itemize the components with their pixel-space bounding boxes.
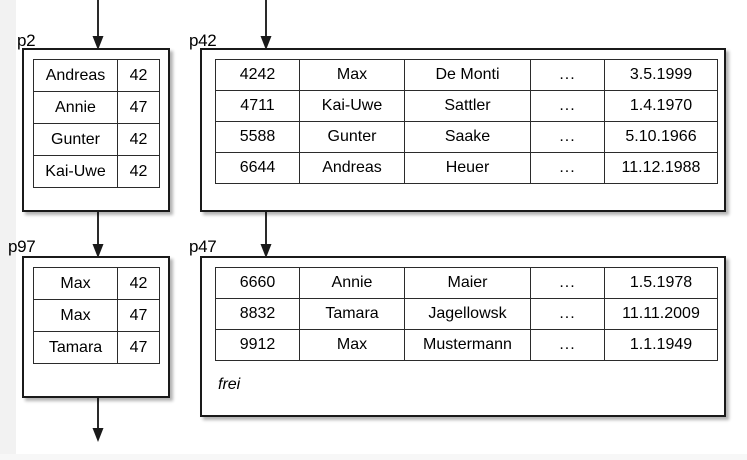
cell-date: 11.11.2009	[604, 298, 718, 330]
table-row: Max 47	[33, 299, 160, 332]
cell-ellipsis: ...	[530, 59, 605, 91]
cell-last: De Monti	[404, 59, 531, 91]
arrow-into-p42	[257, 0, 275, 50]
cell-date: 1.5.1978	[604, 267, 718, 299]
cell-date: 1.4.1970	[604, 90, 718, 122]
table-row: 4242 Max De Monti ... 3.5.1999	[215, 59, 718, 91]
cell-last: Mustermann	[404, 329, 531, 361]
cell-name: Kai-Uwe	[33, 155, 118, 188]
cell-id: 8832	[215, 298, 300, 330]
cell-first: Max	[299, 59, 405, 91]
table-row: Kai-Uwe 42	[33, 155, 160, 188]
cell-name: Gunter	[33, 123, 118, 156]
cell-ellipsis: ...	[530, 329, 605, 361]
table-row: Andreas 42	[33, 59, 160, 92]
cell-first: Annie	[299, 267, 405, 299]
data-table-p47: 6660 Annie Maier ... 1.5.1978 8832 Tamar…	[215, 267, 718, 361]
arrow-p42-to-p47	[257, 212, 275, 258]
cell-value: 42	[117, 267, 160, 300]
page-label-p42: p42	[189, 31, 217, 50]
cell-first: Gunter	[299, 121, 405, 153]
arrow-out-of-p97	[89, 398, 107, 442]
cell-date: 1.1.1949	[604, 329, 718, 361]
cell-last: Heuer	[404, 152, 531, 184]
page-label-p97: p97	[8, 237, 36, 256]
cell-value: 42	[117, 59, 160, 92]
table-row: 8832 Tamara Jagellowsk ... 11.11.2009	[215, 298, 718, 330]
cell-date: 5.10.1966	[604, 121, 718, 153]
cell-id: 6644	[215, 152, 300, 184]
free-space-label: frei	[218, 376, 241, 393]
cell-value: 42	[117, 123, 160, 156]
scan-edge-band-bottom	[0, 454, 747, 460]
cell-last: Saake	[404, 121, 531, 153]
cell-id: 4242	[215, 59, 300, 91]
cell-name: Andreas	[33, 59, 118, 92]
cell-last: Sattler	[404, 90, 531, 122]
table-row: Tamara 47	[33, 331, 160, 364]
index-table-p2: Andreas 42 Annie 47 Gunter 42 Kai-Uwe 42	[33, 59, 160, 188]
data-table-p42: 4242 Max De Monti ... 3.5.1999 4711 Kai-…	[215, 59, 718, 184]
cell-id: 4711	[215, 90, 300, 122]
cell-name: Tamara	[33, 331, 118, 364]
cell-id: 6660	[215, 267, 300, 299]
table-row: 9912 Max Mustermann ... 1.1.1949	[215, 329, 718, 361]
cell-ellipsis: ...	[530, 90, 605, 122]
page-box-p47: 6660 Annie Maier ... 1.5.1978 8832 Tamar…	[200, 256, 726, 417]
scan-edge-band-left	[0, 0, 16, 460]
cell-last: Maier	[404, 267, 531, 299]
cell-value: 47	[117, 331, 160, 364]
page-box-p2: Andreas 42 Annie 47 Gunter 42 Kai-Uwe 42	[22, 48, 170, 212]
index-table-p97: Max 42 Max 47 Tamara 47	[33, 267, 160, 364]
cell-name: Annie	[33, 91, 118, 124]
table-row: 4711 Kai-Uwe Sattler ... 1.4.1970	[215, 90, 718, 122]
cell-value: 42	[117, 155, 160, 188]
table-row: Max 42	[33, 267, 160, 300]
page-box-p97: Max 42 Max 47 Tamara 47	[22, 256, 170, 398]
cell-value: 47	[117, 299, 160, 332]
cell-first: Kai-Uwe	[299, 90, 405, 122]
cell-first: Tamara	[299, 298, 405, 330]
cell-name: Max	[33, 267, 118, 300]
page-label-p47: p47	[189, 237, 217, 256]
cell-first: Max	[299, 329, 405, 361]
cell-ellipsis: ...	[530, 121, 605, 153]
page-label-p2: p2	[17, 31, 36, 50]
cell-ellipsis: ...	[530, 152, 605, 184]
table-row: 6644 Andreas Heuer ... 11.12.1988	[215, 152, 718, 184]
page-box-p42: 4242 Max De Monti ... 3.5.1999 4711 Kai-…	[200, 48, 726, 212]
cell-id: 5588	[215, 121, 300, 153]
cell-last: Jagellowsk	[404, 298, 531, 330]
cell-name: Max	[33, 299, 118, 332]
arrow-into-p2	[89, 0, 107, 50]
table-row: 5588 Gunter Saake ... 5.10.1966	[215, 121, 718, 153]
table-row: 6660 Annie Maier ... 1.5.1978	[215, 267, 718, 299]
table-row: Gunter 42	[33, 123, 160, 156]
cell-value: 47	[117, 91, 160, 124]
cell-id: 9912	[215, 329, 300, 361]
cell-ellipsis: ...	[530, 298, 605, 330]
arrow-p2-to-p97	[89, 212, 107, 258]
cell-date: 3.5.1999	[604, 59, 718, 91]
cell-date: 11.12.1988	[604, 152, 718, 184]
table-row: Annie 47	[33, 91, 160, 124]
cell-first: Andreas	[299, 152, 405, 184]
cell-ellipsis: ...	[530, 267, 605, 299]
